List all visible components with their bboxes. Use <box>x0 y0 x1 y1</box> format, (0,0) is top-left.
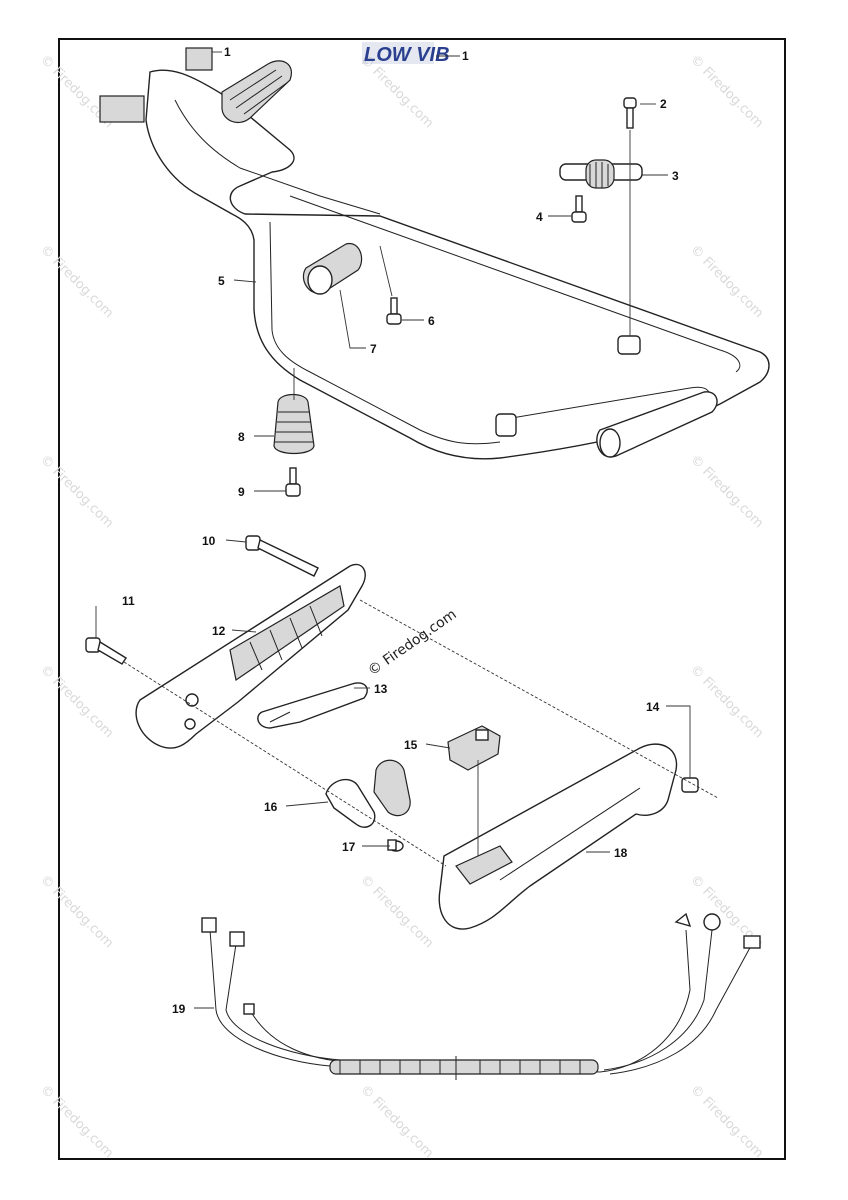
callout-6: 6 <box>428 314 435 328</box>
front-handlebar <box>145 60 770 460</box>
diagram-frame <box>58 38 786 1160</box>
screw-2 <box>623 97 637 129</box>
low-vib-logo: LOW VIB <box>362 42 450 66</box>
callout-labels: 1 1 2 3 4 5 6 7 8 9 10 11 12 13 14 15 16… <box>122 45 679 1016</box>
callout-12: 12 <box>212 624 226 638</box>
logo-text: LOW VIB <box>364 44 450 66</box>
decal-stickers <box>99 47 213 123</box>
callout-8: 8 <box>238 430 245 444</box>
pin-17 <box>387 839 404 852</box>
inline-watermark: © Firedog.com <box>365 606 459 679</box>
watermark: © Firedog.com <box>37 242 116 321</box>
screw-6 <box>386 297 402 325</box>
callout-17: 17 <box>342 840 356 854</box>
nut-14 <box>681 777 699 793</box>
watermark: © Firedog.com <box>357 1082 436 1161</box>
callout-16: 16 <box>264 800 278 814</box>
callout-18: 18 <box>614 846 628 860</box>
handle-half-18 <box>438 743 678 930</box>
leader-lines-upper <box>212 51 668 492</box>
callout-10: 10 <box>202 534 216 548</box>
callout-1: 1 <box>224 45 231 59</box>
callout-7: 7 <box>370 342 377 356</box>
leader-lines-lower <box>95 539 719 867</box>
callout-13: 13 <box>374 682 388 696</box>
watermark: © Firedog.com <box>37 452 116 531</box>
callout-4: 4 <box>536 210 543 224</box>
watermark: © Firedog.com <box>687 452 766 531</box>
damper-spring-7 <box>302 242 363 295</box>
callout-1: 1 <box>462 49 469 63</box>
callout-11: 11 <box>122 594 135 608</box>
bolt-11 <box>85 637 127 665</box>
callout-15: 15 <box>404 738 418 752</box>
watermark: © Firedog.com <box>357 872 436 951</box>
handle-half-12 <box>135 563 366 749</box>
watermark: © Firedog.com <box>37 1082 116 1161</box>
callout-14: 14 <box>646 700 660 714</box>
callout-5: 5 <box>218 274 225 288</box>
callout-19: 19 <box>172 1002 186 1016</box>
screw-4 <box>571 195 587 223</box>
watermark: © Firedog.com <box>687 662 766 741</box>
watermark-layer: © Firedog.com © Firedog.com © Firedog.co… <box>37 52 766 1161</box>
callout-3: 3 <box>672 169 679 183</box>
watermark: © Firedog.com <box>687 1082 766 1161</box>
watermark: © Firedog.com <box>37 872 116 951</box>
watermark: © Firedog.com <box>37 662 116 741</box>
callout-9: 9 <box>238 485 245 499</box>
wire-harness-19 <box>201 912 761 1080</box>
damper-spring-8 <box>273 393 315 455</box>
screw-9 <box>285 467 301 497</box>
callout-2: 2 <box>660 97 667 111</box>
watermark: © Firedog.com <box>687 52 766 131</box>
throttle-lockout-13 <box>257 682 368 729</box>
throttle-trigger-16 <box>325 759 411 828</box>
stop-switch-15 <box>447 725 501 771</box>
watermark: © Firedog.com <box>687 242 766 321</box>
vibration-damper-3 <box>559 159 643 189</box>
bolt-10 <box>245 535 319 577</box>
